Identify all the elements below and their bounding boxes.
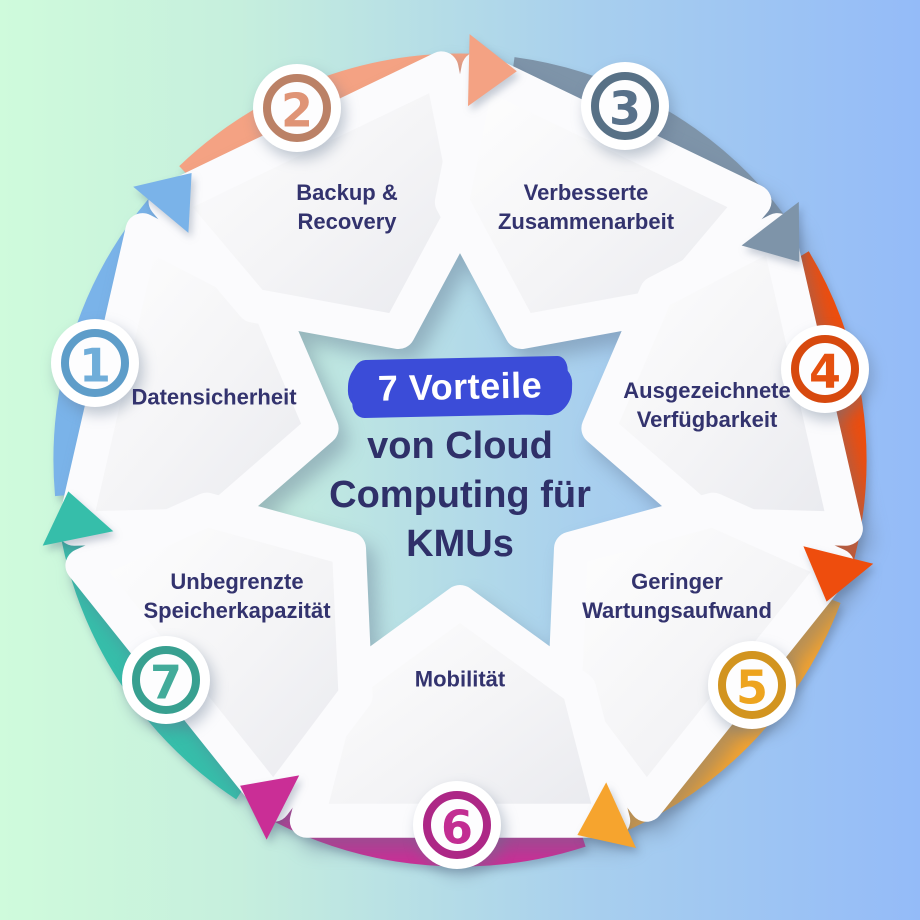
center-title-line1: von Cloud (367, 425, 553, 467)
number-badges: 1 2 3 4 5 6 7 (51, 62, 869, 869)
segment-label-2-line2: Recovery (297, 209, 397, 234)
segment-label-4: Ausgezeichnete Verfügbarkeit (623, 376, 791, 434)
center-title: von Cloud Computing für KMUs (329, 422, 591, 569)
segment-label-7-line1: Unbegrenzte (170, 569, 304, 594)
badge-1: 1 (51, 319, 139, 407)
badge-1-ring (61, 329, 129, 397)
badge-7: 7 (122, 636, 210, 724)
segment-label-5-line1: Geringer (631, 569, 723, 594)
badge-5-ring (718, 651, 786, 719)
badge-6: 6 (413, 781, 501, 869)
badge-number-1: 1 (79, 339, 111, 393)
segment-label-6: Mobilität (415, 665, 505, 694)
badge-5: 5 (708, 641, 796, 729)
segment-label-3-line2: Zusammenarbeit (497, 209, 675, 234)
flow-arrowheads (42, 34, 874, 848)
segment-label-5-line2: Wartungsaufwand (582, 598, 772, 623)
center-title-line2: Computing für (329, 474, 591, 516)
badge-number-4: 4 (809, 345, 841, 399)
badge-4: 4 (781, 325, 869, 413)
arrow-head-1 (133, 173, 192, 233)
badge-number-6: 6 (441, 801, 473, 855)
arrow-head-3 (741, 201, 800, 262)
arrow-head-4 (803, 546, 874, 602)
segment-label-3-line1: Verbesserte (523, 180, 649, 205)
segment-label-2: Backup & Recovery (296, 178, 397, 236)
badge-7-ring (132, 646, 200, 714)
arrow-head-2 (468, 34, 517, 107)
badge-4-ring (791, 335, 859, 403)
segment-label-1-line1: Datensicherheit (131, 384, 297, 410)
segment-label-1: Datensicherheit (131, 383, 296, 412)
badge-2-ring (263, 74, 331, 142)
segment-label-4-line1: Ausgezeichnete (623, 378, 791, 403)
title-highlight: 7 Vorteile (351, 355, 569, 419)
segment-label-3: Verbesserte Zusammenarbeit (498, 178, 674, 236)
segment-label-2-line1: Backup & (296, 180, 398, 205)
center-title-line3: KMUs (406, 523, 514, 565)
badge-6-ring (423, 791, 491, 859)
segment-label-6-line1: Mobilität (414, 666, 506, 692)
arrow-head-7 (42, 491, 114, 546)
badge-number-3: 3 (609, 82, 641, 136)
segment-label-5: Geringer Wartungsaufwand (582, 567, 772, 625)
badge-3-ring (591, 72, 659, 140)
badge-number-5: 5 (736, 661, 768, 715)
title-highlight-text: 7 Vorteile (377, 364, 543, 409)
segment-label-7: Unbegrenzte Speicherkapazität (143, 567, 330, 625)
arrow-head-5 (577, 782, 636, 848)
segment-label-7-line2: Speicherkapazität (143, 598, 331, 623)
segment-label-4-line2: Verfügbarkeit (636, 407, 778, 432)
badge-2: 2 (253, 64, 341, 152)
badge-number-2: 2 (281, 84, 313, 138)
arrow-head-6 (240, 775, 300, 840)
badge-3: 3 (581, 62, 669, 150)
badge-number-7: 7 (150, 656, 182, 710)
